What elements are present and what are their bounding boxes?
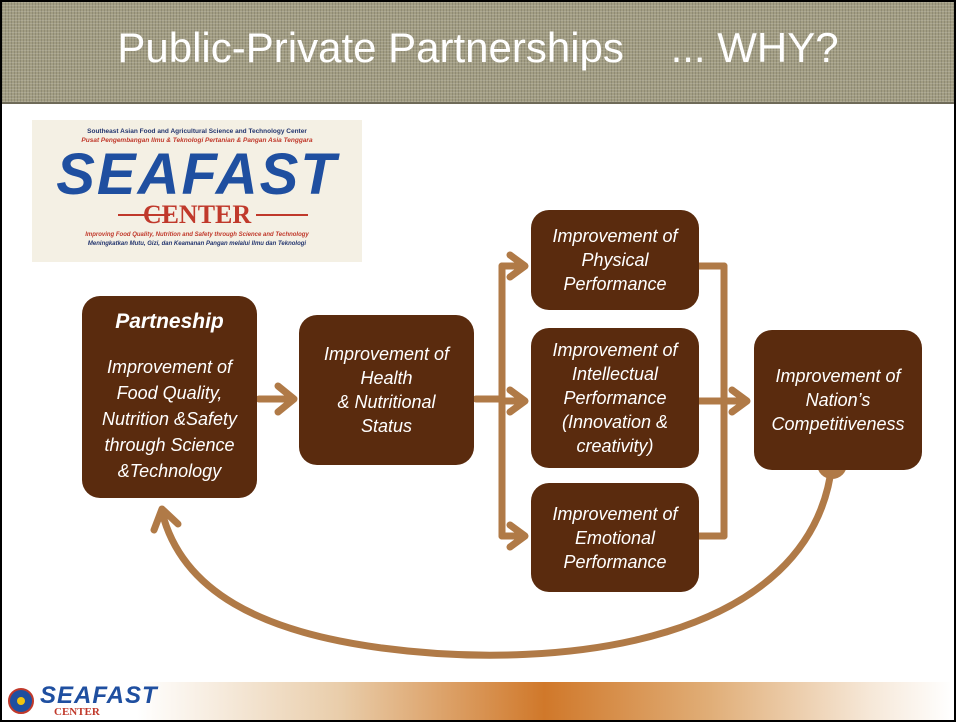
partnership-heading: Partneship bbox=[115, 310, 224, 333]
logo-center: CENTER bbox=[142, 200, 252, 229]
feedback-arrow bbox=[158, 460, 836, 659]
node-intellectual-performance: Improvement of Intellectual Performance … bbox=[531, 328, 699, 468]
logo-rule-right bbox=[256, 214, 308, 216]
logo-line-1: Southeast Asian Food and Agricultural Sc… bbox=[87, 128, 307, 135]
logo-tagline-1: Improving Food Quality, Nutrition and Sa… bbox=[85, 232, 309, 238]
health-label: Improvement of Health & Nutritional Stat… bbox=[323, 344, 450, 436]
logo-wordmark: SEAFAST bbox=[56, 142, 338, 207]
node-nation-competitiveness: Improvement of Nation’s Competitiveness bbox=[754, 330, 922, 470]
seafast-logo: Southeast Asian Food and Agricultural Sc… bbox=[32, 120, 362, 262]
title-bar: Public-Private Partnerships ... WHY? bbox=[2, 2, 954, 104]
physical-label: Improvement of Physical Performance bbox=[552, 226, 678, 294]
partnership-body: Improvement of Food Quality, Nutrition &… bbox=[101, 357, 238, 481]
logo-line-2: Pusat Pengembangan Ilmu & Teknologi Pert… bbox=[81, 137, 313, 144]
emotional-label: Improvement of Emotional Performance bbox=[552, 503, 678, 572]
node-partnership: Partneship Improvement of Food Quality, … bbox=[82, 296, 257, 498]
intellectual-label: Improvement of Intellectual Performance … bbox=[552, 340, 678, 456]
footer-logo-center: CENTER bbox=[54, 706, 100, 718]
node-physical-performance: Improvement of Physical Performance bbox=[531, 210, 699, 310]
node-emotional-performance: Improvement of Emotional Performance bbox=[531, 483, 699, 592]
footer-logo-word: SEAFAST bbox=[40, 682, 158, 709]
nation-label: Improvement of Nation’s Competitiveness bbox=[771, 366, 905, 434]
logo-tagline-2: Meningkatkan Mutu, Gizi, dan Keamanan Pa… bbox=[87, 241, 307, 247]
university-seal-icon bbox=[8, 688, 34, 714]
footer-gradient-bar bbox=[137, 682, 952, 720]
footer-logo: SEAFAST CENTER bbox=[8, 682, 157, 720]
slide-title: Public-Private Partnerships ... WHY? bbox=[117, 24, 839, 71]
logo-rule-left bbox=[118, 214, 170, 216]
node-health: Improvement of Health & Nutritional Stat… bbox=[299, 315, 474, 465]
